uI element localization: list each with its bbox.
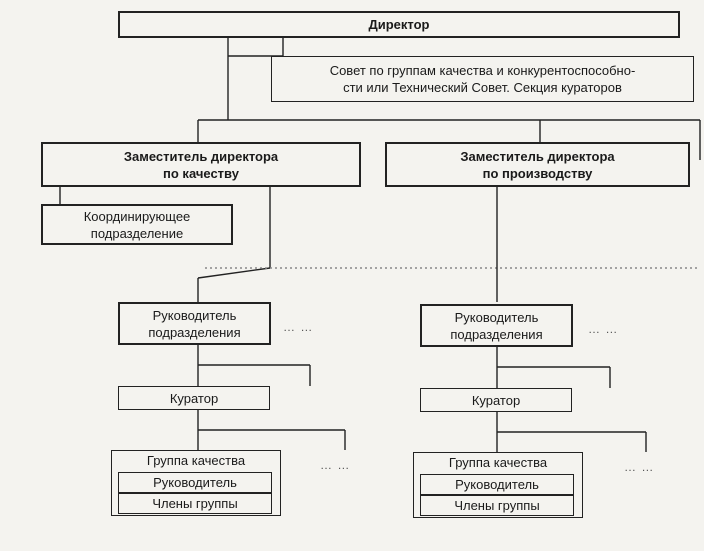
director-box: Директор — [118, 11, 680, 38]
right-group-ellipsis: … … — [624, 460, 655, 474]
left-unit-head-line-2: подразделения — [148, 324, 241, 340]
left-quality-group-box: Группа качества Руководитель Члены групп… — [111, 450, 281, 516]
left-curator-label: Куратор — [169, 390, 219, 406]
right-unit-head-box: Руководитель подразделения — [420, 304, 573, 347]
right-unit-head-line-1: Руководитель — [454, 309, 539, 325]
right-quality-group-title: Группа качества — [448, 455, 548, 470]
deputy-quality-line-1: Заместитель директора — [123, 148, 279, 164]
right-group-leader-label: Руководитель — [455, 477, 539, 492]
left-unit-head-line-1: Руководитель — [152, 307, 237, 323]
council-box: Совет по группам качества и конкурентосп… — [271, 56, 694, 102]
left-group-leader-box: Руководитель — [118, 472, 272, 493]
director-label: Директор — [368, 17, 430, 32]
left-quality-group-title: Группа качества — [146, 453, 246, 468]
right-curator-label: Куратор — [471, 392, 521, 408]
coordinating-unit-line-2: подразделение — [90, 225, 184, 241]
coordinating-unit-line-1: Координирующее — [83, 208, 191, 224]
coordinating-unit-box: Координирующее подразделение — [41, 204, 233, 245]
left-group-members-label: Члены группы — [152, 496, 238, 511]
deputy-quality-line-2: по качеству — [163, 165, 239, 181]
deputy-production-box: Заместитель директора по производству — [385, 142, 690, 187]
council-line-1: Совет по группам качества и конкурентосп… — [329, 63, 636, 78]
deputy-production-line-2: по производству — [482, 165, 593, 181]
right-quality-group-box: Группа качества Руководитель Члены групп… — [413, 452, 583, 518]
right-group-leader-box: Руководитель — [420, 474, 574, 495]
left-curator-box: Куратор — [118, 386, 270, 410]
right-curator-box: Куратор — [420, 388, 572, 412]
deputy-production-line-1: Заместитель директора — [460, 148, 615, 164]
left-group-members-box: Члены группы — [118, 493, 272, 514]
right-group-members-label: Члены группы — [454, 498, 540, 513]
right-head-ellipsis: … … — [588, 322, 619, 336]
left-unit-head-box: Руководитель подразделения — [118, 302, 271, 345]
deputy-quality-box: Заместитель директора по качеству — [41, 142, 361, 187]
right-group-members-box: Члены группы — [420, 495, 574, 516]
right-unit-head-line-2: подразделения — [450, 326, 543, 342]
left-group-leader-label: Руководитель — [153, 475, 237, 490]
council-line-2: сти или Технический Совет. Секция курато… — [343, 80, 622, 95]
left-head-ellipsis: … … — [283, 320, 314, 334]
left-group-ellipsis: … … — [320, 458, 351, 472]
